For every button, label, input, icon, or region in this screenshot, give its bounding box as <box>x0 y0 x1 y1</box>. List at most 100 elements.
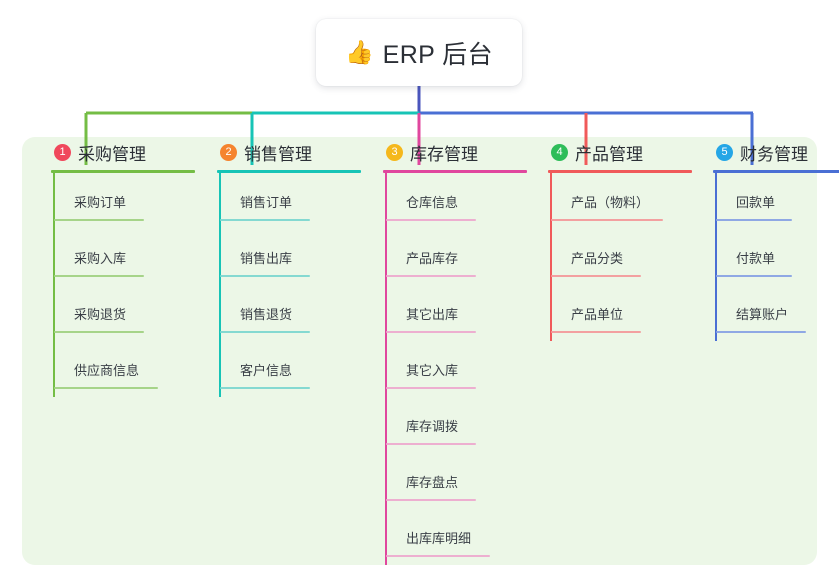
leaf-spine <box>550 229 552 285</box>
branch-underline <box>548 170 692 173</box>
leaf-underline <box>220 387 310 389</box>
leaf-item[interactable]: 库存盘点 <box>385 453 520 509</box>
branch-header[interactable]: 5 财务管理 <box>700 137 835 167</box>
leaf-underline <box>386 219 476 221</box>
leaf-item[interactable]: 回款单 <box>715 173 835 229</box>
branch-header[interactable]: 3 库存管理 <box>370 137 520 167</box>
leaf-label: 仓库信息 <box>406 195 459 210</box>
leaf-item[interactable]: 其它入库 <box>385 341 520 397</box>
leaf-label: 库存盘点 <box>406 475 459 490</box>
leaf-item[interactable]: 供应商信息 <box>53 341 188 397</box>
leaf-label: 其它入库 <box>406 363 459 378</box>
leaf-underline <box>551 275 641 277</box>
leaf-item[interactable]: 付款单 <box>715 229 835 285</box>
leaf-item[interactable]: 客户信息 <box>219 341 354 397</box>
content-panel <box>22 137 817 565</box>
leaf-item[interactable]: 销售出库 <box>219 229 354 285</box>
branch-underline <box>383 170 527 173</box>
leaf-label: 供应商信息 <box>74 363 140 378</box>
branch-header[interactable]: 1 采购管理 <box>38 137 188 167</box>
leaf-underline <box>386 387 476 389</box>
thumbs-up-icon: 👍 <box>345 39 374 65</box>
leaf-underline <box>54 219 144 221</box>
leaf-label: 产品库存 <box>406 251 459 266</box>
branch-leaf-list: 销售订单销售出库销售退货客户信息 <box>219 173 354 397</box>
branch-header[interactable]: 4 产品管理 <box>535 137 685 167</box>
leaf-underline <box>54 387 158 389</box>
root-node[interactable]: 👍 ERP 后台 <box>316 19 522 86</box>
branch-title: 采购管理 <box>78 144 146 164</box>
leaf-item[interactable]: 仓库信息 <box>385 173 520 229</box>
branch-number-badge: 3 <box>386 143 403 161</box>
leaf-item[interactable]: 其它出库 <box>385 285 520 341</box>
branch-column: 1 采购管理采购订单采购入库采购退货供应商信息 <box>38 137 195 397</box>
leaf-underline <box>716 275 792 277</box>
leaf-item[interactable]: 采购入库 <box>53 229 188 285</box>
leaf-underline <box>386 555 490 557</box>
leaf-underline <box>386 443 476 445</box>
branch-leaf-list: 回款单付款单结算账户 <box>715 173 835 341</box>
branch-number-badge: 1 <box>54 143 71 161</box>
branch-column: 4 产品管理产品（物料） 产品分类产品单位 <box>535 137 692 341</box>
leaf-spine <box>385 397 387 453</box>
leaf-spine <box>385 341 387 397</box>
branch-underline <box>713 170 839 173</box>
leaf-label: 产品单位 <box>571 307 624 322</box>
leaf-underline <box>386 331 476 333</box>
branch-leaf-list: 采购订单采购入库采购退货供应商信息 <box>53 173 188 397</box>
leaf-item[interactable]: 产品库存 <box>385 229 520 285</box>
leaf-underline <box>54 331 144 333</box>
leaf-item[interactable]: 采购退货 <box>53 285 188 341</box>
branch-title: 产品管理 <box>575 144 643 164</box>
root-node-content: 👍 ERP 后台 <box>345 35 493 71</box>
leaf-spine <box>219 341 221 397</box>
leaf-label: 采购入库 <box>74 251 127 266</box>
leaf-label: 产品分类 <box>571 251 624 266</box>
leaf-label: 销售出库 <box>240 251 293 266</box>
leaf-item[interactable]: 库存调拨 <box>385 397 520 453</box>
leaf-item[interactable]: 销售订单 <box>219 173 354 229</box>
leaf-spine <box>53 341 55 397</box>
leaf-label: 其它出库 <box>406 307 459 322</box>
leaf-spine <box>715 173 717 229</box>
leaf-spine <box>53 173 55 229</box>
leaf-spine <box>219 285 221 341</box>
leaf-spine <box>53 229 55 285</box>
branch-underline <box>51 170 195 173</box>
leaf-label: 出库库明细 <box>406 531 472 546</box>
leaf-item[interactable]: 产品单位 <box>550 285 685 341</box>
leaf-item[interactable]: 采购订单 <box>53 173 188 229</box>
leaf-label: 付款单 <box>736 251 776 266</box>
branch-leaf-list: 产品（物料） 产品分类产品单位 <box>550 173 685 341</box>
branch-leaf-list: 仓库信息产品库存其它出库其它入库库存调拨库存盘点出库库明细 <box>385 173 520 565</box>
leaf-underline <box>220 275 310 277</box>
leaf-spine <box>219 173 221 229</box>
leaf-item[interactable]: 产品（物料） <box>550 173 685 229</box>
branch-title: 财务管理 <box>740 144 808 164</box>
leaf-item[interactable]: 结算账户 <box>715 285 835 341</box>
leaf-underline <box>386 275 476 277</box>
leaf-underline <box>716 331 806 333</box>
branch-title: 库存管理 <box>410 144 478 164</box>
leaf-underline <box>220 331 310 333</box>
leaf-spine <box>385 285 387 341</box>
leaf-item[interactable]: 出库库明细 <box>385 509 520 565</box>
leaf-item[interactable]: 产品分类 <box>550 229 685 285</box>
leaf-label: 回款单 <box>736 195 776 210</box>
leaf-spine <box>385 509 387 565</box>
leaf-underline <box>386 499 476 501</box>
leaf-label: 采购退货 <box>74 307 127 322</box>
leaf-spine <box>53 285 55 341</box>
branch-number-badge: 5 <box>716 143 733 161</box>
leaf-spine <box>385 173 387 229</box>
branch-number-badge: 4 <box>551 143 568 161</box>
leaf-underline <box>716 219 792 221</box>
leaf-underline <box>54 275 144 277</box>
leaf-label: 采购订单 <box>74 195 127 210</box>
leaf-label: 销售订单 <box>240 195 293 210</box>
leaf-label: 结算账户 <box>736 307 789 322</box>
leaf-item[interactable]: 销售退货 <box>219 285 354 341</box>
